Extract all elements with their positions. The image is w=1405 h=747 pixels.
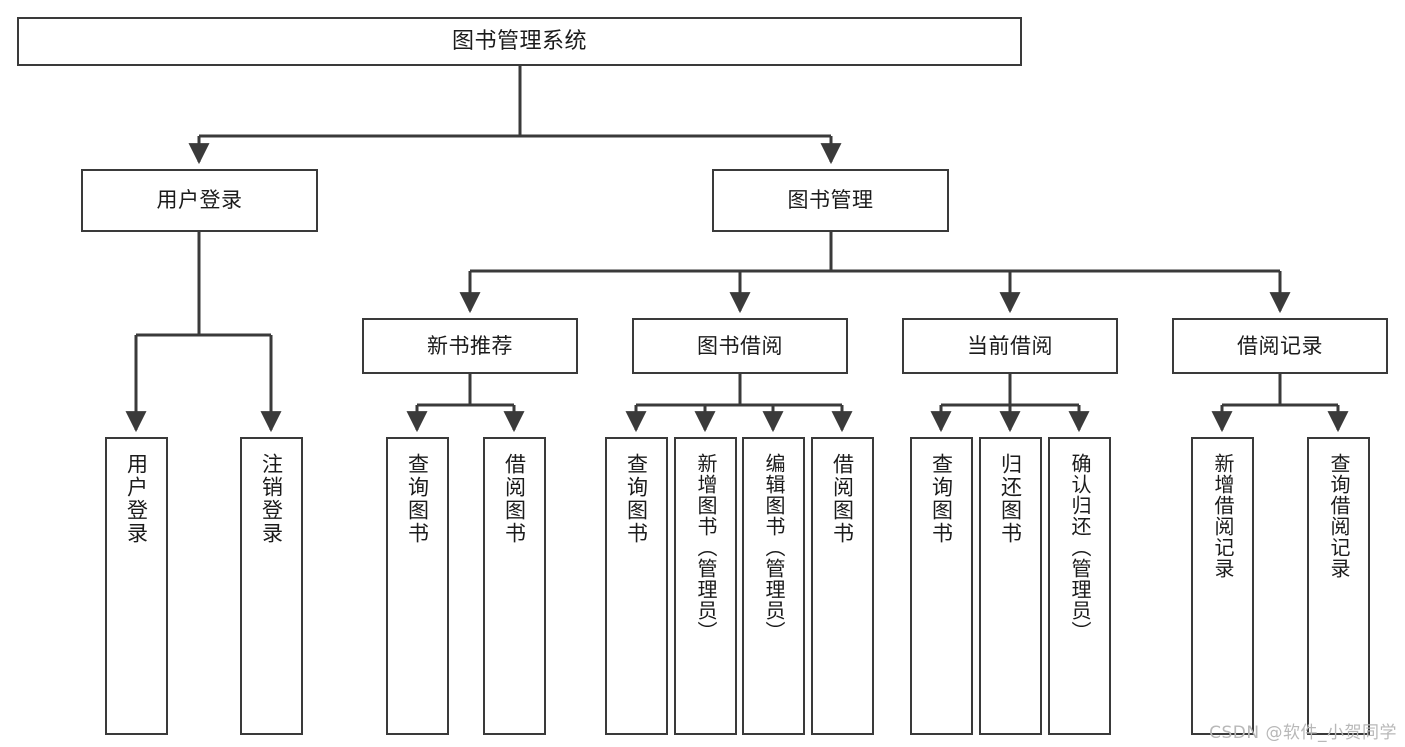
leaf-logout-label: 注销登录 — [259, 453, 284, 545]
node-current-borrow-label: 当前借阅 — [967, 333, 1053, 358]
node-book-management[interactable]: 图书管理 — [712, 169, 949, 232]
leaf-logout[interactable]: 注销登录 — [240, 437, 303, 735]
node-borrow-record-label: 借阅记录 — [1237, 333, 1323, 358]
node-book-borrow[interactable]: 图书借阅 — [632, 318, 848, 374]
leaf-borrow-book-1[interactable]: 借阅图书 — [483, 437, 546, 735]
leaf-query-book-1-label: 查询图书 — [405, 453, 430, 545]
leaf-confirm-return-label: 确认归还（管理员） — [1068, 453, 1092, 642]
node-user-login-label: 用户登录 — [156, 188, 243, 213]
leaf-return-book[interactable]: 归还图书 — [979, 437, 1042, 735]
leaf-query-book-1[interactable]: 查询图书 — [386, 437, 449, 735]
node-book-management-label: 图书管理 — [787, 188, 874, 213]
node-root-system-label: 图书管理系统 — [451, 28, 587, 54]
node-root-system[interactable]: 图书管理系统 — [17, 17, 1022, 66]
leaf-query-record[interactable]: 查询借阅记录 — [1307, 437, 1370, 735]
leaf-add-record-label: 新增借阅记录 — [1211, 453, 1235, 579]
node-book-borrow-label: 图书借阅 — [697, 333, 783, 358]
csdn-watermark: CSDN @软件_小贺同学 — [1209, 723, 1397, 743]
leaf-borrow-book-2-label: 借阅图书 — [830, 453, 855, 545]
node-user-login[interactable]: 用户登录 — [81, 169, 318, 232]
leaf-edit-book[interactable]: 编辑图书（管理员） — [742, 437, 805, 735]
node-borrow-record[interactable]: 借阅记录 — [1172, 318, 1388, 374]
leaf-query-book-2[interactable]: 查询图书 — [605, 437, 668, 735]
node-new-book-recommend[interactable]: 新书推荐 — [362, 318, 578, 374]
leaf-edit-book-label: 编辑图书（管理员） — [762, 453, 786, 642]
leaf-borrow-book-2[interactable]: 借阅图书 — [811, 437, 874, 735]
leaf-confirm-return[interactable]: 确认归还（管理员） — [1048, 437, 1111, 735]
leaf-add-record[interactable]: 新增借阅记录 — [1191, 437, 1254, 735]
leaf-user-login-label: 用户登录 — [124, 453, 149, 545]
leaf-query-book-3-label: 查询图书 — [929, 453, 954, 545]
leaf-user-login[interactable]: 用户登录 — [105, 437, 168, 735]
leaf-return-book-label: 归还图书 — [998, 453, 1023, 545]
leaf-add-book[interactable]: 新增图书（管理员） — [674, 437, 737, 735]
leaf-query-book-2-label: 查询图书 — [624, 453, 649, 545]
leaf-borrow-book-1-label: 借阅图书 — [502, 453, 527, 545]
node-new-book-recommend-label: 新书推荐 — [427, 333, 513, 358]
leaf-add-book-label: 新增图书（管理员） — [694, 453, 718, 642]
leaf-query-book-3[interactable]: 查询图书 — [910, 437, 973, 735]
leaf-query-record-label: 查询借阅记录 — [1327, 453, 1351, 579]
node-current-borrow[interactable]: 当前借阅 — [902, 318, 1118, 374]
